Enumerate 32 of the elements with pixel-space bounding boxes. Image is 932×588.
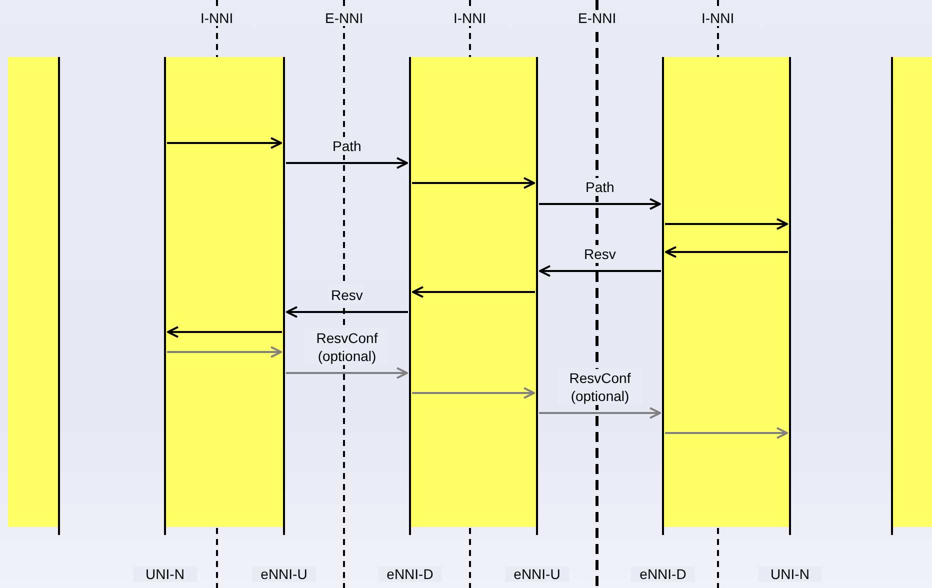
interface-label: E-NNI [577, 10, 618, 26]
message-arrow [539, 265, 661, 277]
lifeline [58, 57, 60, 535]
message-label: Path [332, 137, 362, 155]
message-arrow [286, 367, 408, 379]
message-arrow [412, 286, 535, 298]
message-arrow [665, 218, 788, 230]
message-arrow [286, 306, 408, 318]
lifeline-label: eNNI-U [252, 566, 316, 582]
message-arrow [167, 346, 282, 358]
interface-label: I-NNI [200, 10, 234, 26]
message-label: Resv [331, 286, 363, 304]
interface-label: E-NNI [324, 10, 364, 26]
lifeline-label: eNNI-U [505, 566, 569, 582]
lifeline-label: UNI-N [133, 566, 197, 582]
message-label: Path [586, 178, 614, 196]
message-label: Resv [584, 245, 616, 263]
message-arrow [167, 137, 282, 149]
lifeline [891, 57, 893, 535]
message-arrow [539, 407, 661, 419]
message-arrow [539, 198, 661, 210]
lifeline-label: eNNI-D [378, 566, 442, 582]
interface-label: I-NNI [452, 10, 488, 26]
lifeline-label: eNNI-D [631, 566, 695, 582]
message-arrow [286, 157, 408, 169]
message-arrow [665, 246, 788, 258]
lifeline-label: UNI-N [758, 566, 822, 582]
message-arrow [665, 427, 788, 439]
message-arrow [167, 326, 282, 338]
interface-label: I-NNI [700, 10, 736, 26]
message-arrow [412, 387, 535, 399]
message-arrow [412, 177, 535, 189]
